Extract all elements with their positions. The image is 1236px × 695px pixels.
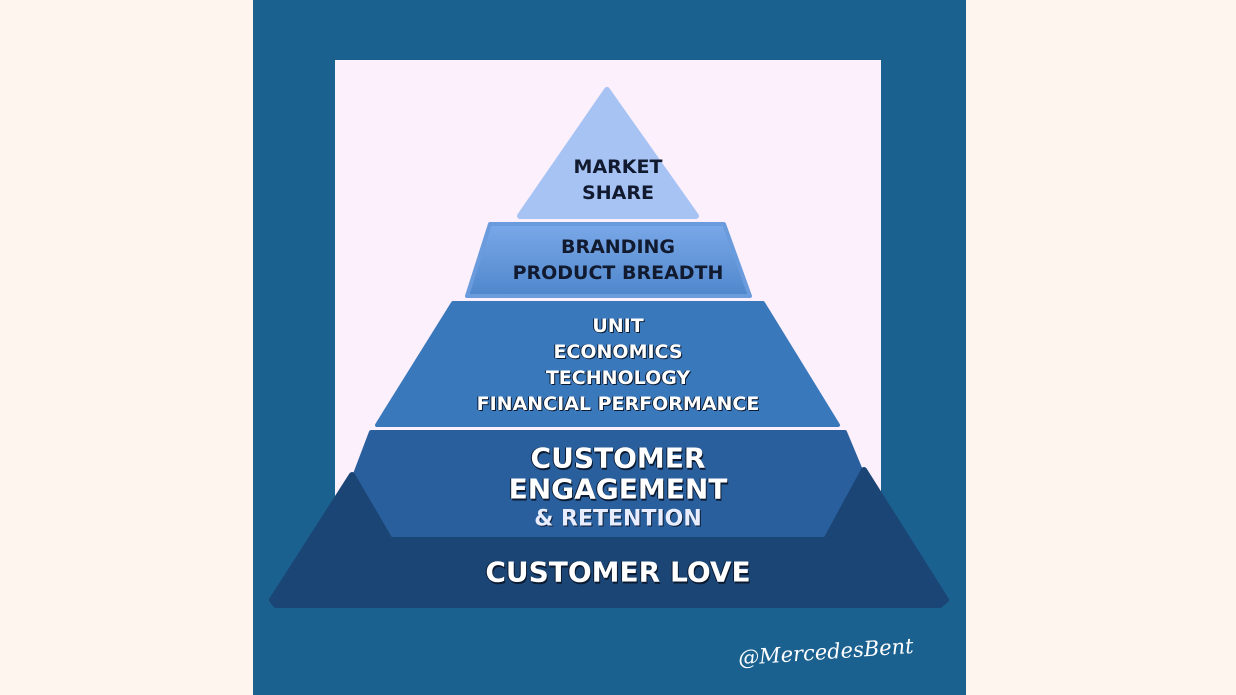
tier-branding (465, 222, 752, 298)
tier-label: UNIT (592, 315, 644, 337)
tier-label: MARKET (573, 156, 663, 178)
tier-unit-economics (375, 301, 840, 427)
tier-label: CUSTOMER (530, 441, 706, 475)
tier-label: TECHNOLOGY (545, 367, 691, 389)
tier-label: CUSTOMER LOVE (485, 555, 751, 589)
tier-label: ECONOMICS (553, 341, 683, 363)
tier-market-share (517, 87, 699, 219)
tier-label: & RETENTION (534, 506, 702, 532)
tier-label: SHARE (582, 182, 654, 204)
tier-customer-love (269, 467, 949, 608)
tier-label: ENGAGEMENT (508, 472, 728, 506)
tier-label: BRANDING (560, 236, 676, 258)
tier-label: FINANCIAL PERFORMANCE (476, 393, 760, 415)
tier-label: PRODUCT BREADTH (512, 262, 724, 284)
